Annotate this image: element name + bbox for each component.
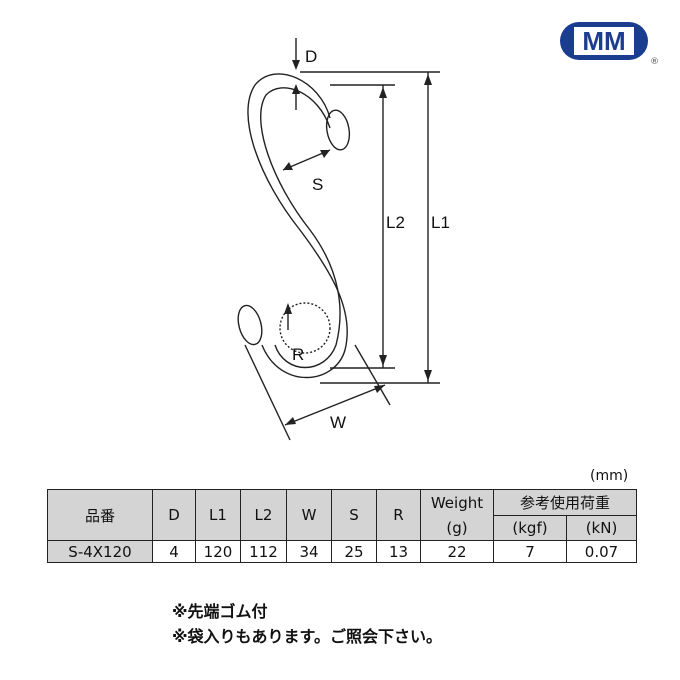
header-weight-unit: (g): [420, 515, 494, 541]
hook-outline-inner: [260, 87, 341, 369]
label-l2: L2: [386, 213, 405, 232]
cell-w: 34: [286, 540, 332, 563]
rubber-tip-top: [325, 109, 351, 151]
header-s: S: [331, 489, 377, 541]
cell-weight: 22: [420, 540, 494, 563]
radius-dashed: [279, 302, 331, 354]
label-w: W: [330, 413, 346, 432]
label-l1: L1: [431, 213, 450, 232]
header-l1: L1: [195, 489, 241, 541]
label-s: S: [312, 175, 323, 194]
cell-part: S-4X120: [47, 540, 153, 563]
cell-r: 13: [376, 540, 421, 563]
header-l2: L2: [240, 489, 287, 541]
label-r: R: [292, 345, 304, 364]
rubber-tip-bottom: [237, 304, 263, 346]
header-part: 品番: [47, 489, 153, 541]
note-rubber-tip: ※先端ゴム付: [172, 602, 268, 621]
cell-kgf: 7: [493, 540, 567, 563]
svg-text:®: ®: [650, 57, 659, 67]
cell-s: 25: [331, 540, 377, 563]
header-weight: Weight: [420, 489, 494, 516]
hook-outline-outer: [247, 73, 348, 379]
cell-l2: 112: [240, 540, 287, 563]
cell-l1: 120: [195, 540, 241, 563]
table-row: S-4X120 4 120 112 34 25 13 22 7 0.07: [47, 540, 637, 563]
header-r: R: [376, 489, 421, 541]
header-w: W: [286, 489, 332, 541]
cell-d: 4: [152, 540, 196, 563]
unit-label: (mm): [590, 468, 629, 484]
header-kn: (kN): [566, 515, 637, 541]
header-d: D: [152, 489, 196, 541]
mm-logo: MM ®: [560, 22, 659, 67]
header-load: 参考使用荷重: [493, 489, 637, 516]
note-bagged: ※袋入りもあります。ご照会下さい。: [172, 627, 442, 646]
cell-kn: 0.07: [566, 540, 637, 563]
label-d: D: [305, 47, 317, 66]
header-kgf: (kgf): [493, 515, 567, 541]
spec-table: 品番 D L1 L2 W S R Weight 参考使用荷重 (g) (kgf)…: [47, 489, 637, 563]
svg-text:MM: MM: [582, 26, 625, 56]
